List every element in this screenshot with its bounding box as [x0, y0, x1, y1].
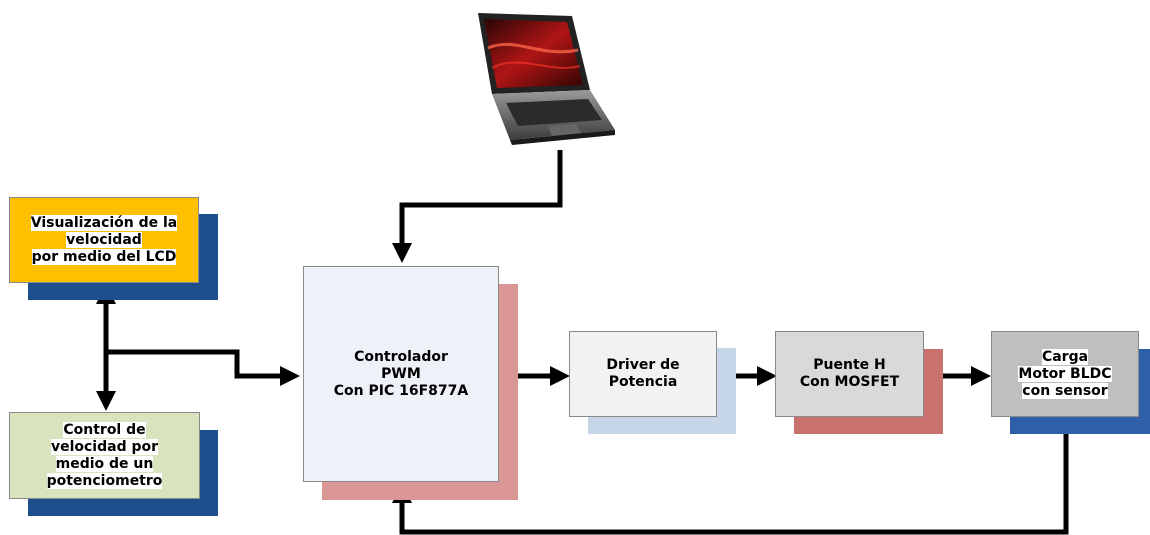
driver-label: Driver de Potencia: [606, 357, 680, 390]
bridge-label: Puente H Con MOSFET: [799, 357, 900, 390]
controller-label: Controlador PWM Con PIC 16F877A: [333, 348, 469, 399]
laptop-to-controller-arrow: [392, 150, 563, 264]
feedback-arrow: [392, 416, 1069, 535]
pot-to-controller-arrow: [106, 349, 301, 386]
driver-block: Driver de Potencia: [569, 331, 717, 417]
bridge-block: Puente H Con MOSFET: [775, 331, 924, 417]
laptop-icon: [478, 13, 615, 145]
controller-block: Controlador PWM Con PIC 16F877A: [303, 266, 499, 482]
